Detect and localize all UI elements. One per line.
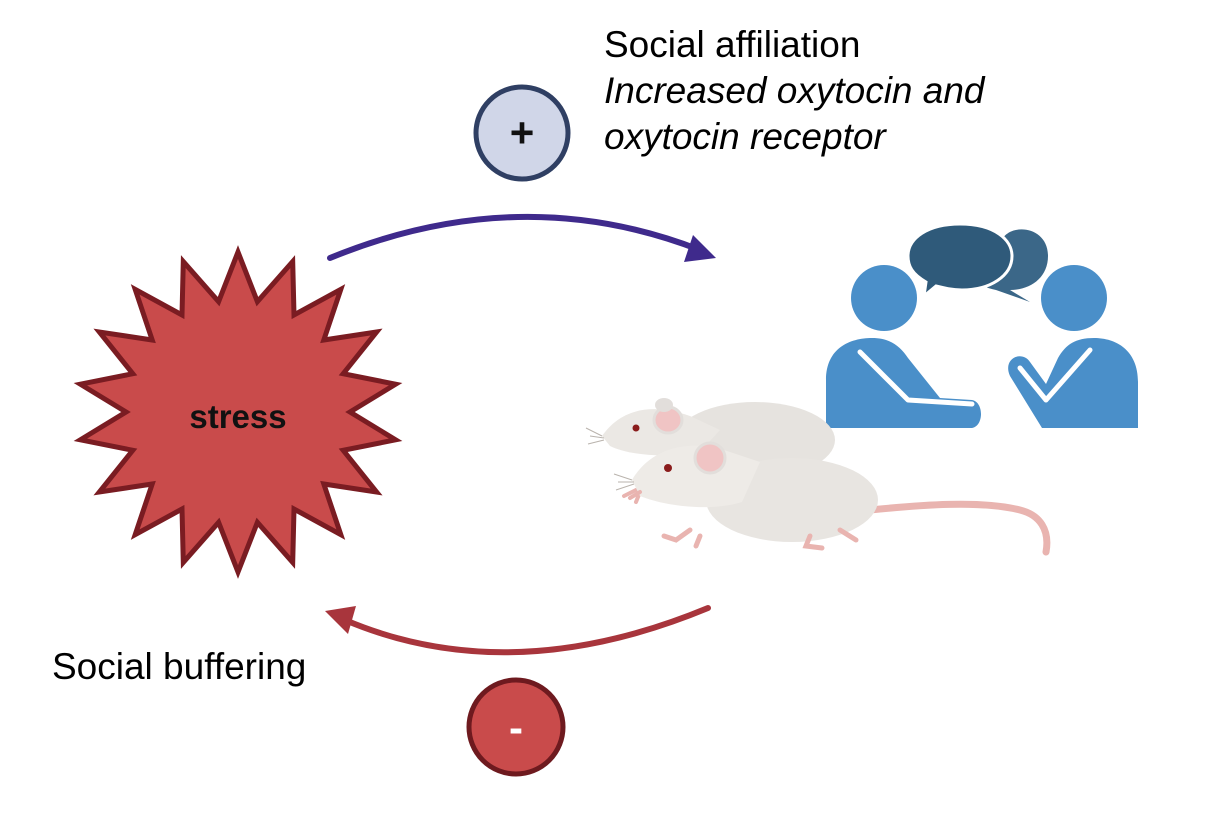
left-person-head	[851, 265, 917, 331]
social-buffering-label: Social buffering	[52, 646, 307, 687]
stress-starburst-icon: stress	[73, 245, 403, 579]
mouse-tail	[866, 500, 1051, 556]
social-affiliation-title: Social affiliation	[604, 24, 861, 65]
right-person-arm-line	[1017, 347, 1093, 403]
right-person-body	[1008, 338, 1138, 428]
people-talking-icon	[826, 222, 1138, 428]
mice-icon	[585, 398, 1051, 556]
plus-icon: +	[473, 84, 571, 182]
oxytocin-detail-line2: oxytocin receptor	[604, 116, 886, 157]
left-person-arm-line	[857, 349, 975, 407]
bottom-arrow	[342, 605, 711, 656]
speech-bubble-front	[906, 222, 1014, 300]
minus-sign: -	[509, 704, 523, 751]
bottom-arrow-head	[325, 606, 356, 634]
plus-sign: +	[510, 109, 535, 156]
top-arrow	[327, 213, 703, 261]
stress-label: stress	[189, 398, 286, 435]
mouse-front	[613, 441, 1051, 556]
minus-icon: -	[466, 677, 566, 777]
oxytocin-detail-line1: Increased oxytocin and	[604, 70, 985, 111]
right-person-head	[1041, 265, 1107, 331]
top-arrow-head	[684, 235, 716, 262]
left-person-body	[826, 338, 981, 428]
